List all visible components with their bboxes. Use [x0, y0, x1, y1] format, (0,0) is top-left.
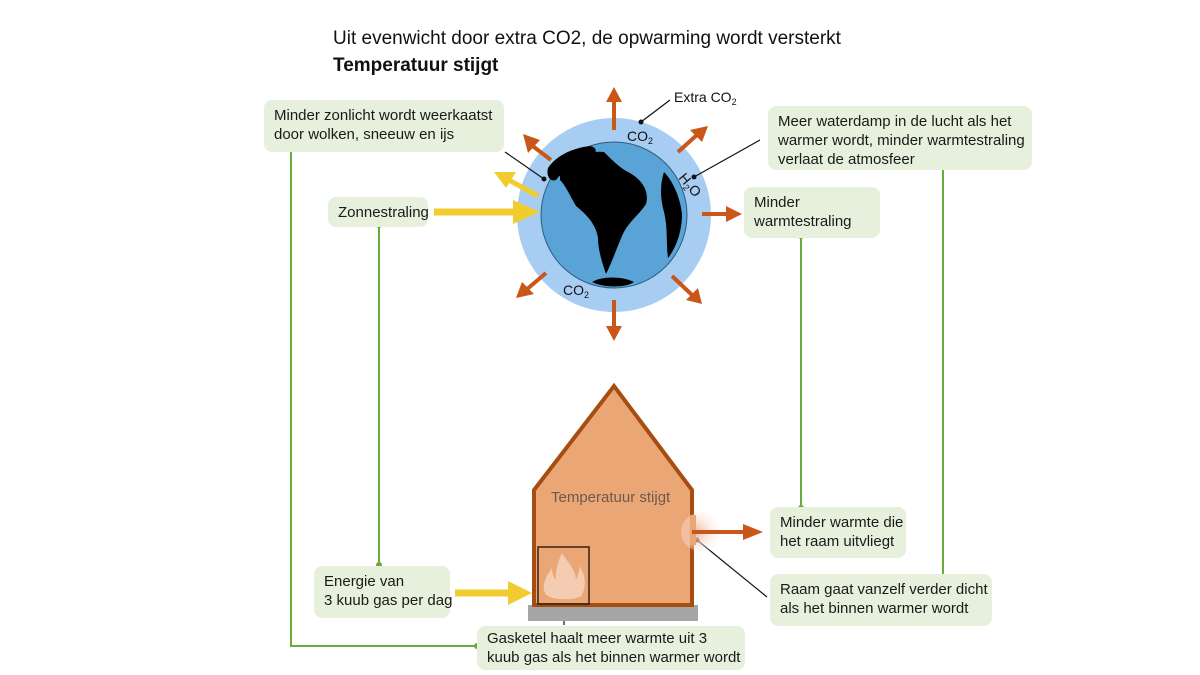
box-boiler: Gasketel haalt meer warmte uit 3 kuub ga… [477, 626, 745, 670]
outgoing-radiation-arrows [516, 87, 742, 341]
earth-globe: CO2 CO2 H2O [517, 118, 711, 312]
box-line: kuub gas als het binnen warmer wordt [487, 649, 741, 666]
green-connectors [290, 149, 944, 647]
co2-label-bottom: CO2 [563, 282, 589, 300]
box-water-vapour: Meer waterdamp in de lucht als het warme… [768, 106, 1032, 170]
flame-icon [543, 553, 585, 600]
arrow-down-left-icon [516, 271, 548, 298]
south-america-icon [560, 151, 647, 274]
box-line: 3 kuub gas per dag [324, 592, 453, 609]
box-line: Energie van [324, 573, 405, 590]
arrow-right-icon [702, 206, 742, 222]
house-temperature-label: Temperatuur stijgt [551, 489, 671, 506]
box-line: het raam uitvliegt [780, 533, 895, 550]
diagram-subtitle: Temperatuur stijgt [333, 55, 499, 76]
box-line: Gasketel haalt meer warmte uit 3 [487, 630, 708, 647]
box-line: Meer waterdamp in de lucht als het [778, 113, 1012, 130]
box-line: als het binnen warmer wordt [780, 600, 969, 617]
box-line: warmtestraling [754, 213, 852, 230]
connector-reflection-to-boiler [290, 149, 477, 647]
box-less-radiation: Minder warmtestraling [744, 187, 880, 238]
box-sunlight: Zonnestraling [328, 197, 429, 227]
north-america-icon [547, 146, 596, 181]
pointer-extra-co2 [640, 99, 671, 123]
box-line: Minder [754, 194, 800, 211]
box-window-closes: Raam gaat vanzelf verder dicht als het b… [770, 574, 992, 626]
pointer-dot [691, 174, 697, 180]
box-line: Raam gaat vanzelf verder dicht [780, 581, 988, 598]
box-less-heat-window: Minder warmte die het raam uitvliegt [770, 507, 906, 558]
arrow-up-icon [606, 87, 622, 130]
sunlight-arrows [434, 172, 540, 605]
pointer-water-vapour [693, 139, 761, 178]
africa-edge-icon [661, 172, 682, 258]
box-reflection: Minder zonlicht wordt weerkaatst door wo… [264, 100, 504, 152]
arrow-down-right-icon [670, 274, 702, 304]
box-line: Minder zonlicht wordt weerkaatst [274, 107, 493, 124]
house [528, 382, 763, 621]
extra-co2-label: Extra CO2 [674, 89, 737, 107]
pointer-dot [541, 176, 547, 182]
house-ground [528, 605, 698, 621]
co2-label-top: CO2 [627, 128, 653, 146]
reflected-sunlight-arrow-icon [494, 172, 540, 199]
arrow-up-left-icon [523, 134, 553, 162]
pointer-dot [638, 119, 644, 125]
box-line: warmer wordt, minder warmtestraling [778, 132, 1025, 149]
arrow-down-icon [606, 300, 622, 341]
box-line: Minder warmte die [780, 514, 904, 531]
gas-energy-arrow-icon [455, 581, 532, 605]
house-body [532, 382, 694, 607]
antarctica-icon [592, 277, 634, 287]
pointer-reflection [504, 151, 545, 180]
box-gas-energy: Energie van 3 kuub gas per dag [314, 566, 453, 618]
boiler-box [537, 546, 590, 605]
sunlight-arrow-icon [434, 200, 540, 224]
arrow-up-right-icon [676, 126, 708, 154]
diagram-title: Uit evenwicht door extra CO2, de opwarmi… [333, 28, 841, 49]
box-line: verlaat de atmosfeer [778, 151, 915, 168]
box-line: door wolken, sneeuw en ijs [274, 126, 455, 143]
box-line: Zonnestraling [338, 204, 429, 221]
window-heat-arrow-icon [692, 524, 763, 540]
